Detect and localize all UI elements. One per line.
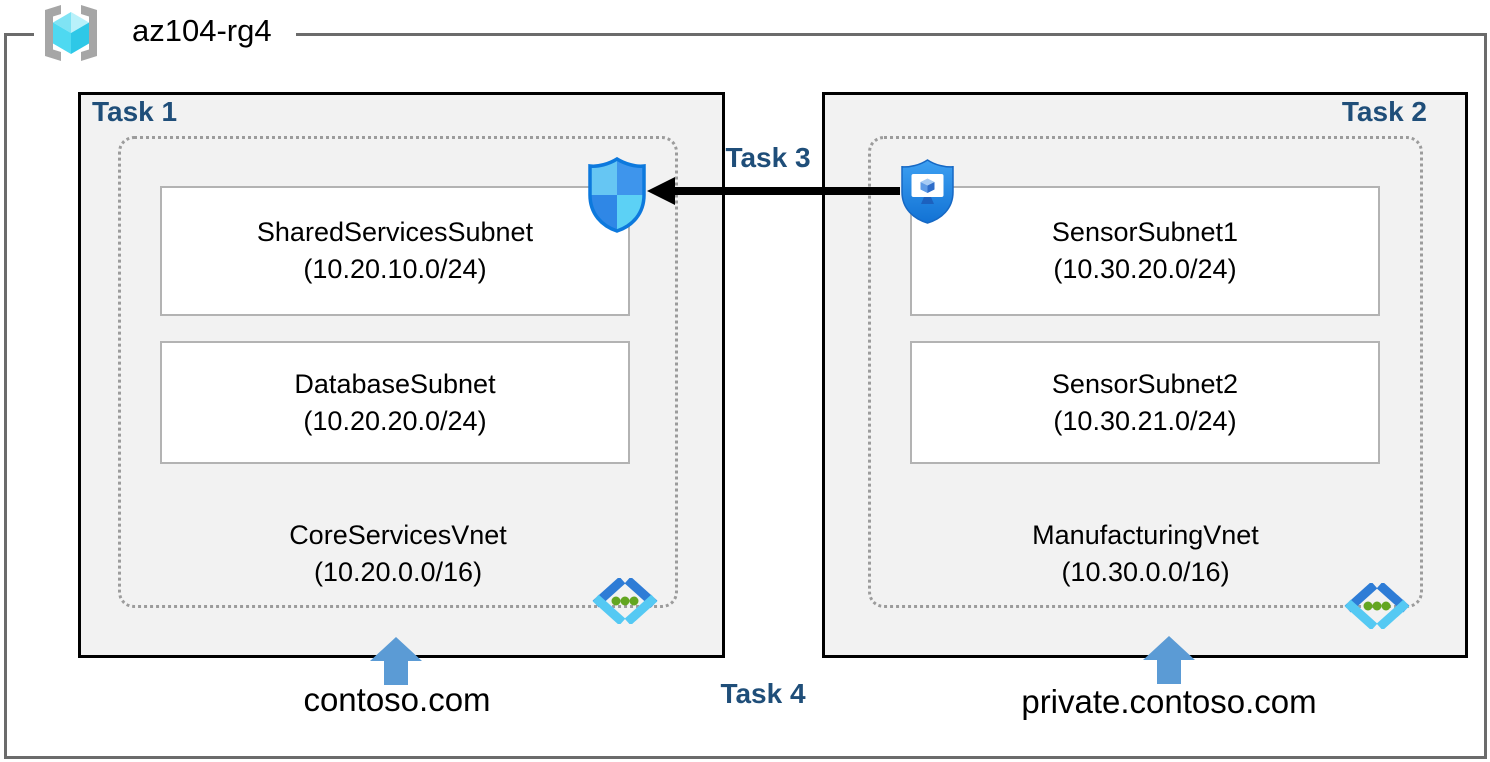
contoso-domain-label: contoso.com [303, 681, 491, 718]
task3-label: Task 3 [725, 142, 811, 173]
resource-group-name: az104-rg4 [132, 13, 272, 48]
task2-label: Task 2 [1341, 96, 1427, 127]
network-security-group-icon [588, 157, 646, 233]
task1-label: Task 1 [92, 96, 178, 127]
virtual-network-icon [1344, 583, 1410, 629]
subnet-cidr: (10.20.10.0/24) [303, 254, 487, 284]
resource-group-icon [45, 5, 97, 61]
shared-services-subnet-box: SharedServicesSubnet (10.20.10.0/24) [160, 186, 630, 316]
connection-arrow [647, 177, 900, 205]
subnet-cidr: (10.20.20.0/24) [303, 405, 487, 436]
subnet-name: SensorSubnet1 [1051, 217, 1239, 247]
manufacturing-vnet-boundary [868, 136, 1423, 608]
vnet-cidr: (10.30.0.0/16) [1061, 557, 1230, 587]
task4-label: Task 4 [720, 678, 806, 709]
resource-group-header-gap [34, 27, 296, 41]
core-services-vnet-label: CoreServicesVnet (10.20.0.0/16) [118, 517, 678, 591]
vnet-name: ManufacturingVnet [1032, 520, 1259, 550]
sensor-subnet2-box: SensorSubnet2 (10.30.21.0/24) [910, 341, 1380, 464]
manufacturing-vnet-label: ManufacturingVnet (10.30.0.0/16) [868, 517, 1423, 591]
up-arrow-icon [370, 637, 422, 685]
subnet-cidr: (10.30.20.0/24) [1053, 254, 1237, 284]
vnet-cidr: (10.20.0.0/16) [313, 557, 483, 587]
virtual-network-icon [592, 578, 658, 624]
up-arrow-icon [1143, 636, 1195, 684]
subnet-cidr: (10.30.21.0/24) [1053, 405, 1237, 436]
sensor-subnet1-box: SensorSubnet1 (10.30.20.0/24) [910, 186, 1380, 316]
bastion-icon [901, 159, 954, 224]
private-contoso-domain-label: private.contoso.com [1021, 683, 1317, 720]
vnet-name: CoreServicesVnet [289, 520, 507, 550]
subnet-name: SensorSubnet2 [1051, 368, 1239, 399]
subnet-name: DatabaseSubnet [294, 368, 496, 399]
core-services-vnet-boundary [118, 136, 678, 608]
subnet-name: SharedServicesSubnet [256, 217, 534, 247]
database-subnet-box: DatabaseSubnet (10.20.20.0/24) [160, 341, 630, 464]
